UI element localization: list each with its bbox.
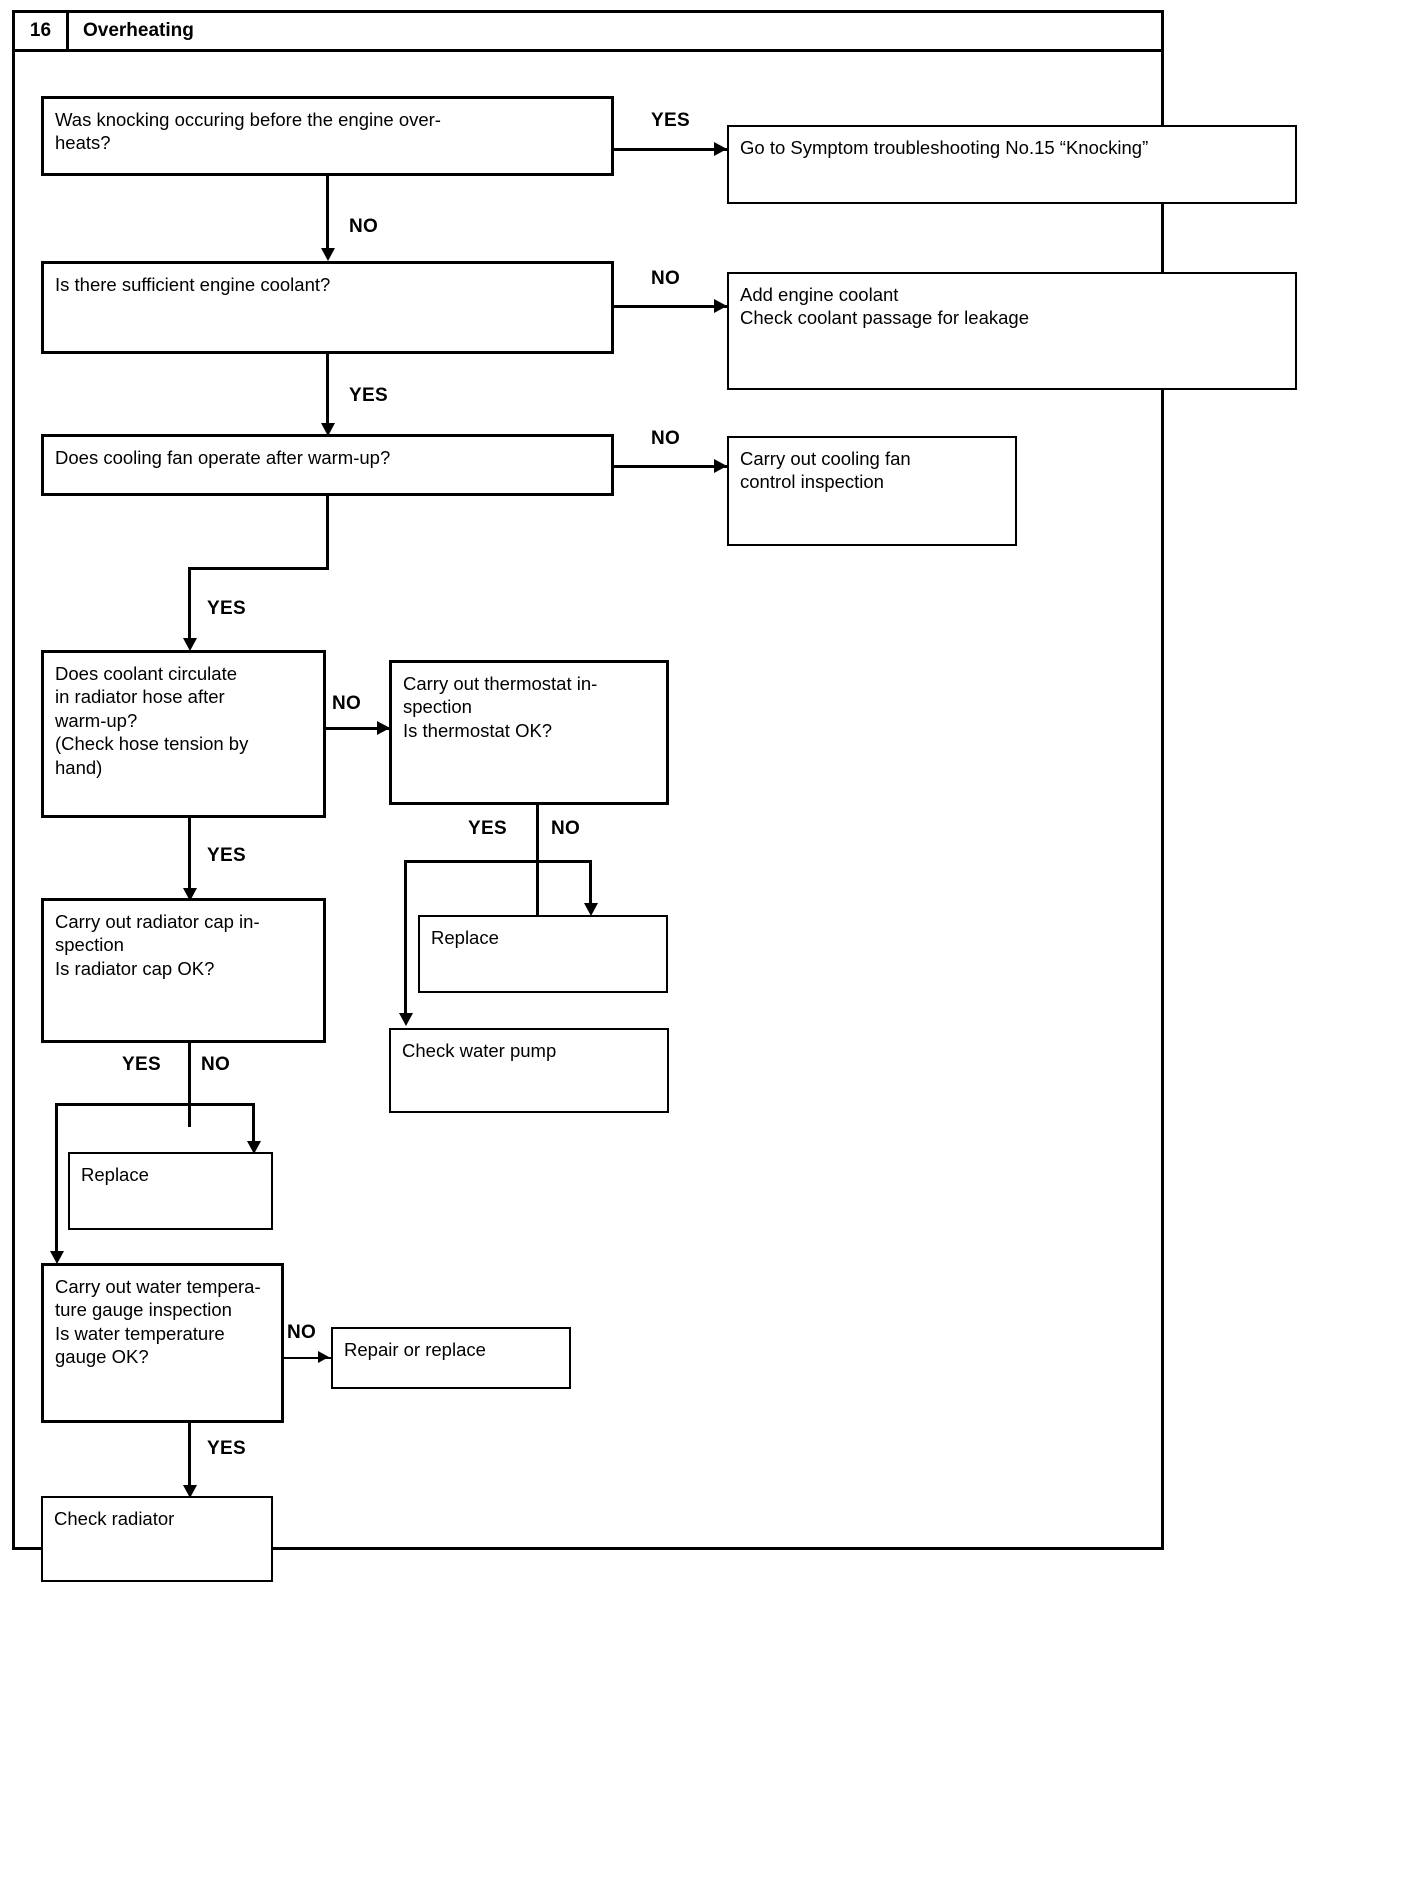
node-result-water-pump: Check water pump xyxy=(389,1028,669,1113)
connector-cap-yes-drop xyxy=(55,1103,58,1257)
page-header: 16 Overheating xyxy=(12,10,1164,52)
connector-thermostat-trunk xyxy=(536,805,539,928)
label-fan-yes: YES xyxy=(207,598,246,619)
arrowhead-knocking-yes xyxy=(714,142,727,156)
label-coolant-no: NO xyxy=(651,268,681,289)
node-result-fan: Carry out cooling fan control inspection xyxy=(727,436,1017,546)
label-thermostat-no: NO xyxy=(551,818,581,839)
connector-fan-yes-down xyxy=(326,496,329,570)
connector-knocking-no xyxy=(326,176,329,254)
connector-circulate-no xyxy=(326,727,389,730)
node-question-radiator-cap: Carry out radiator cap in- spection Is r… xyxy=(41,898,326,1043)
label-gauge-no: NO xyxy=(287,1322,317,1343)
arrowhead-thermostat-yes xyxy=(399,1013,413,1026)
node-result-check-radiator: Check radiator xyxy=(41,1496,273,1582)
node-result-repair-gauge: Repair or replace xyxy=(331,1327,571,1389)
arrowhead-cap-yes xyxy=(50,1251,64,1264)
node-question-temp-gauge: Carry out water tempera- ture gauge insp… xyxy=(41,1263,284,1423)
label-fan-no: NO xyxy=(651,428,681,449)
page-number: 16 xyxy=(15,13,69,49)
connector-cap-no-drop xyxy=(252,1103,255,1149)
connector-thermostat-yes-drop xyxy=(404,860,407,1019)
connector-coolant-no xyxy=(614,305,727,308)
node-question-circulate: Does coolant circulate in radiator hose … xyxy=(41,650,326,818)
node-question-coolant: Is there sufficient engine coolant? xyxy=(41,261,614,354)
connector-thermostat-no-jog xyxy=(536,860,592,863)
connector-thermostat-no-drop xyxy=(589,860,592,911)
connector-knocking-yes xyxy=(614,148,727,151)
connector-cap-no-jog xyxy=(188,1103,255,1106)
arrowhead-gauge-yes xyxy=(183,1485,197,1498)
connector-fan-yes-drop xyxy=(188,567,191,646)
connector-cap-yes-jog xyxy=(55,1103,191,1106)
arrowhead-coolant-yes xyxy=(321,423,335,436)
arrowhead-fan-yes xyxy=(183,638,197,651)
arrowhead-fan-no xyxy=(714,459,727,473)
label-thermostat-yes: YES xyxy=(468,818,507,839)
arrowhead-thermostat-no xyxy=(584,903,598,916)
node-result-knocking: Go to Symptom troubleshooting No.15 “Kno… xyxy=(727,125,1297,204)
connector-circulate-yes xyxy=(188,818,191,894)
label-circulate-no: NO xyxy=(332,693,362,714)
label-gauge-yes: YES xyxy=(207,1438,246,1459)
connector-gauge-no xyxy=(284,1357,331,1359)
arrowhead-circulate-yes xyxy=(183,888,197,901)
node-result-replace-thermostat: Replace xyxy=(418,915,668,993)
label-knocking-no: NO xyxy=(349,216,379,237)
connector-gauge-yes xyxy=(188,1423,191,1491)
node-question-knocking: Was knocking occuring before the engine … xyxy=(41,96,614,176)
arrowhead-knocking-no xyxy=(321,248,335,261)
label-cap-no: NO xyxy=(201,1054,231,1075)
arrowhead-gauge-no xyxy=(318,1351,329,1363)
node-question-thermostat: Carry out thermostat in- spection Is the… xyxy=(389,660,669,805)
arrowhead-cap-no xyxy=(247,1141,261,1154)
connector-thermostat-yes-jog xyxy=(404,860,539,863)
arrowhead-circulate-no xyxy=(377,721,390,735)
label-knocking-yes: YES xyxy=(651,110,690,131)
node-result-coolant: Add engine coolant Check coolant passage… xyxy=(727,272,1297,390)
connector-cap-trunk xyxy=(188,1043,191,1127)
node-question-fan: Does cooling fan operate after warm-up? xyxy=(41,434,614,496)
arrowhead-coolant-no xyxy=(714,299,727,313)
label-circulate-yes: YES xyxy=(207,845,246,866)
connector-fan-yes-jog xyxy=(188,567,329,570)
connector-fan-no xyxy=(614,465,727,468)
label-cap-yes: YES xyxy=(122,1054,161,1075)
page-title: Overheating xyxy=(83,20,194,41)
label-coolant-yes: YES xyxy=(349,385,388,406)
node-result-replace-cap: Replace xyxy=(68,1152,273,1230)
connector-coolant-yes xyxy=(326,354,329,429)
